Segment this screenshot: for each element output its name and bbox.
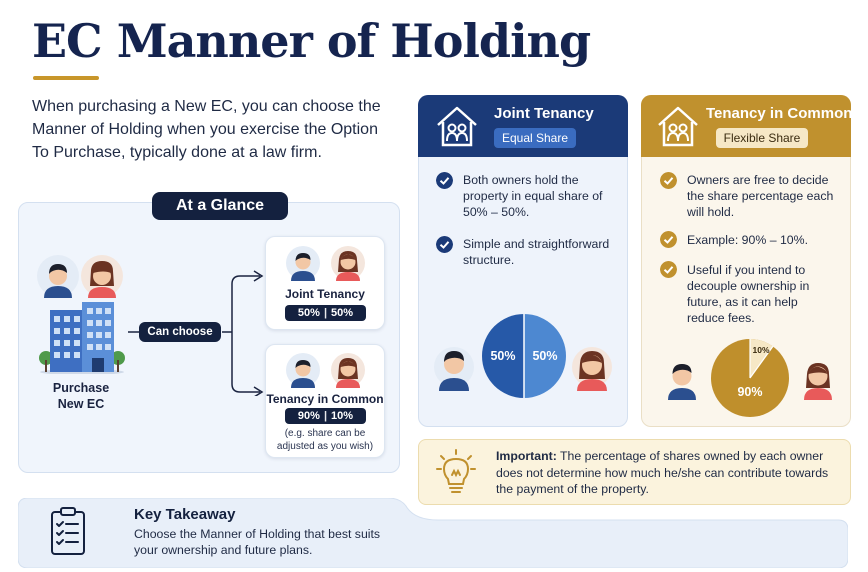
- female-owner-icon: [572, 347, 612, 391]
- flow-arrows: [128, 270, 264, 396]
- important-notice: [418, 439, 851, 505]
- joint-bullet-2: Simple and straightforward structure.: [463, 237, 610, 267]
- check-icon: [660, 172, 677, 189]
- check-icon: [660, 231, 677, 248]
- building-icon: [39, 302, 125, 374]
- important-text: Important: The percentage of shares owne…: [496, 449, 829, 496]
- male-owner-icon: [434, 347, 474, 391]
- glance-common-note: (e.g. share can be adjusted as you wish): [276, 428, 374, 452]
- joint-pie-right-label: 50%: [532, 349, 557, 363]
- joint-pie-left-label: 50%: [490, 349, 515, 363]
- flexible-share-pill: Flexible Share: [716, 128, 808, 148]
- house-people-icon: [658, 106, 698, 147]
- glance-common-ratio: 90%|10%: [285, 408, 366, 424]
- male-owner-icon: [668, 364, 696, 400]
- common-bullet-1: Owners are free to decide the share perc…: [687, 173, 834, 219]
- joint-share-pie: 50% 50%: [482, 314, 566, 398]
- common-bullet-2: Example: 90% – 10%.: [687, 233, 808, 247]
- glance-common-card: [265, 344, 385, 458]
- at-a-glance-heading: At a Glance: [152, 192, 288, 220]
- intro-text: When purchasing a New EC, you can choose…: [32, 98, 381, 161]
- house-people-icon: [437, 106, 477, 147]
- check-icon: [436, 236, 453, 253]
- purchase-label: Purchase New EC: [52, 381, 110, 411]
- lightbulb-icon: [436, 449, 476, 493]
- key-takeaway-text: Choose the Manner of Holding that best s…: [134, 527, 381, 557]
- key-takeaway-panel: [18, 498, 848, 568]
- checklist-icon: [51, 507, 85, 555]
- common-bullet-3: Useful if you intend to decouple ownersh…: [687, 263, 810, 325]
- tenancy-in-common-title: Tenancy in Common: [706, 105, 853, 122]
- glance-joint-ratio: 50%|50%: [285, 305, 366, 321]
- common-owners-icon: [286, 353, 365, 388]
- female-owner-icon: [804, 363, 832, 400]
- key-takeaway-title: Key Takeaway: [134, 506, 236, 523]
- title-underline: [33, 76, 99, 80]
- check-icon: [660, 261, 677, 278]
- check-icon: [436, 172, 453, 189]
- common-pie-large-label: 90%: [737, 385, 762, 399]
- joint-owners-icon: [286, 246, 365, 281]
- glance-joint-label: Joint Tenancy: [285, 287, 365, 301]
- joint-tenancy-title: Joint Tenancy: [494, 105, 594, 122]
- can-choose-badge: Can choose: [139, 322, 221, 342]
- buyers-icon: [37, 255, 123, 298]
- glance-common-label: Tenancy in Common: [266, 392, 384, 406]
- common-pie-small-label: 10%: [752, 345, 769, 355]
- common-share-pie: 10% 90%: [711, 338, 789, 417]
- joint-bullet-1: Both owners hold the property in equal s…: [463, 173, 603, 219]
- equal-share-pill: Equal Share: [494, 128, 576, 148]
- page-title: EC Manner of Holding: [32, 14, 591, 68]
